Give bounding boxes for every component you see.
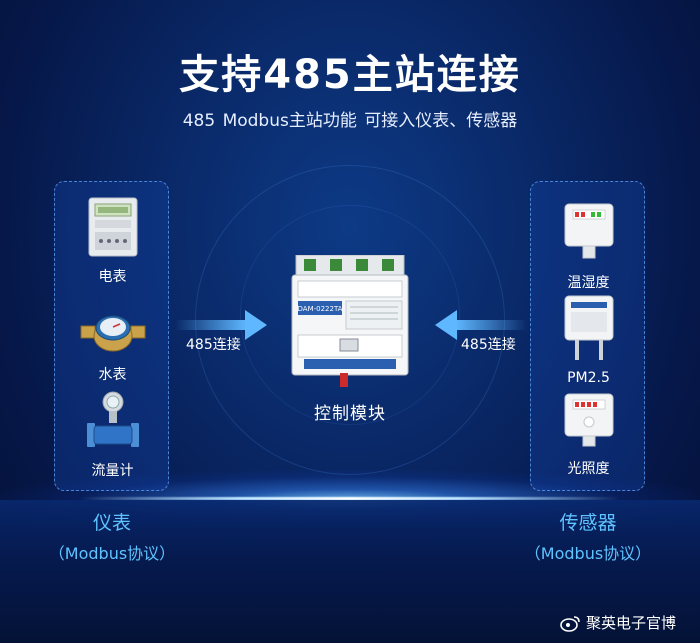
instruments-group-sub: （Modbus协议）: [48, 544, 176, 563]
water-meter-icon: [80, 315, 145, 352]
right-arrow: [427, 308, 527, 342]
electric-meter-icon: [88, 197, 137, 257]
page-title: 支持485主站连接: [179, 52, 521, 98]
watermark: 聚英电子官博: [560, 612, 676, 633]
watermark-text: 聚英电子官博: [586, 614, 677, 632]
left-arrow-label: 485连接: [186, 337, 241, 353]
device-electric-meter: 电表: [55, 196, 170, 286]
device-label: 光照度: [567, 461, 610, 477]
weibo-icon: [560, 615, 580, 632]
module-model-text: DAM-0222TA: [298, 305, 343, 313]
page-subtitle: 485 Modbus主站功能 可接入仪表、传感器: [182, 111, 518, 131]
device-label: PM2.5: [567, 370, 610, 386]
control-module-image: DAM-0222TA: [291, 254, 409, 387]
temp-humidity-sensor-icon: [564, 203, 613, 259]
control-module: DAM-0222TA: [290, 254, 410, 390]
device-flow-meter: 流量计: [55, 390, 170, 480]
flow-meter-icon: [86, 391, 139, 447]
bottom-background: [0, 500, 700, 643]
sensors-panel: 温湿度 PM2.5 光照度: [530, 181, 645, 491]
arrow-left-icon: [435, 310, 527, 340]
sensors-group-sub: （Modbus协议）: [524, 544, 652, 563]
sensors-group-label: 传感器: [559, 512, 617, 534]
device-label: 温湿度: [567, 275, 610, 291]
right-arrow-label: 485连接: [461, 337, 516, 353]
module-label: 控制模块: [314, 404, 386, 424]
instruments-group-label: 仪表: [92, 512, 131, 534]
floor-glow-line: [80, 497, 620, 500]
illuminance-sensor-icon: [564, 393, 613, 447]
device-label: 水表: [98, 367, 127, 383]
device-temp-humidity-sensor: 温湿度: [531, 202, 646, 292]
device-water-meter: 水表: [55, 308, 170, 384]
decorative-ring-inner: [240, 205, 460, 425]
instruments-panel: 电表 水表 流量计: [54, 181, 169, 491]
device-label: 电表: [98, 269, 127, 285]
device-label: 流量计: [91, 463, 134, 479]
device-pm25-sensor: PM2.5: [531, 294, 646, 386]
device-illuminance-sensor: 光照度: [531, 392, 646, 478]
left-arrow: [175, 308, 275, 342]
pm25-sensor-icon: [564, 295, 613, 360]
arrow-right-icon: [175, 310, 267, 340]
